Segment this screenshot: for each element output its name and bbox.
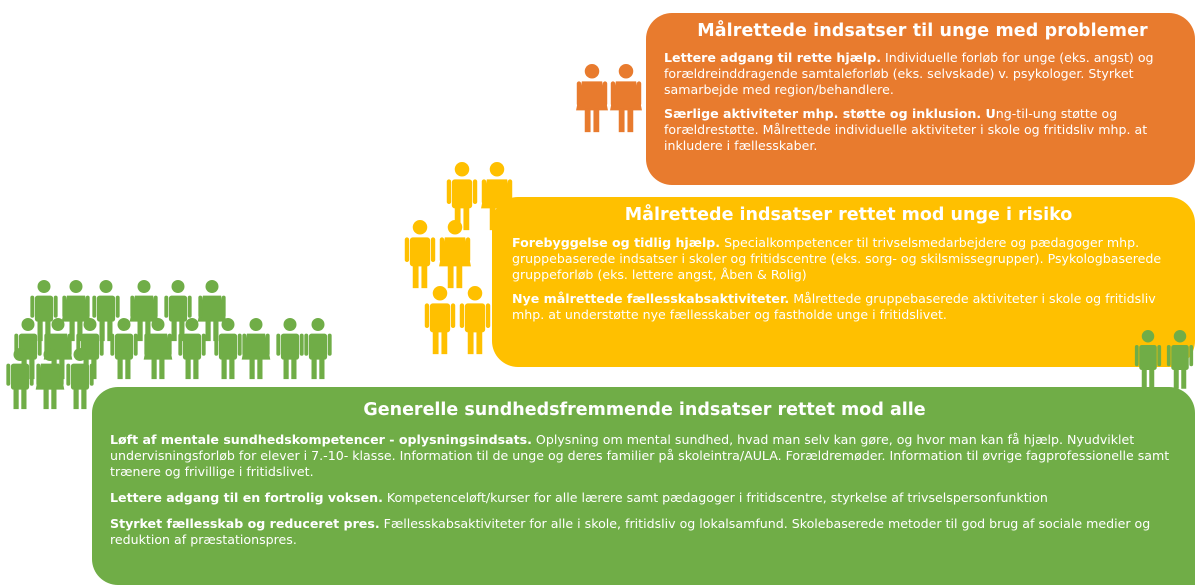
person-icon — [1134, 330, 1162, 389]
item-heading: Løft af mentale sundhedskompetencer - op… — [110, 432, 532, 447]
person-icon — [276, 318, 304, 380]
people-icon-group-yellow — [404, 162, 513, 355]
person-icon — [459, 286, 491, 355]
item-text: Målrettede gruppebaserede aktiviteter i … — [512, 291, 1156, 322]
tier-item: Forebyggelse og tidlig hjælp. Specialkom… — [512, 235, 1185, 283]
person-icon — [61, 280, 91, 342]
people-icon-group-green-crowd — [6, 280, 332, 410]
item-text: Kompetenceløft/kurser for alle lærere sa… — [382, 490, 1048, 505]
tier-title: Generelle sundhedsfremmende indsatser re… — [363, 400, 926, 420]
item-heading: Forebyggelse og tidlig hjælp. — [512, 235, 721, 250]
person-icon — [30, 280, 58, 342]
person-icon — [576, 64, 608, 133]
item-heading: Styrket fællesskab og reduceret pres. — [110, 516, 380, 531]
person-icon — [404, 220, 436, 289]
person-icon — [143, 318, 173, 380]
item-text: Oplysning om mental sundhed, hvad man se… — [110, 432, 1170, 479]
person-icon — [66, 348, 94, 410]
tier-item: Styrket fællesskab og reduceret pres. Fæ… — [110, 516, 1179, 548]
tier-targeted-risk: Målrettede indsatser rettet mod unge i r… — [492, 197, 1195, 367]
item-text: Fællesskabsaktiviteter for alle i skole,… — [110, 516, 1151, 547]
tier-item: Særlige aktiviteter mhp. støtte og inklu… — [664, 106, 1181, 154]
item-text: Specialkompetencer til trivselsmedarbejd… — [512, 235, 1162, 282]
person-icon — [129, 280, 159, 342]
tier-title: Målrettede indsatser til unge med proble… — [697, 21, 1148, 41]
person-icon — [35, 348, 65, 410]
person-icon — [6, 348, 34, 410]
item-text: ng-til-ung støtte og forældrestøtte. Mål… — [664, 106, 1148, 153]
item-heading: Særlige aktiviteter mhp. støtte og inklu… — [664, 106, 996, 121]
item-heading: Lettere adgang til rette hjælp. — [664, 50, 882, 65]
item-text: Individuelle forløb for unge (eks. angst… — [664, 50, 1154, 97]
person-icon — [214, 318, 242, 380]
person-icon — [304, 318, 332, 380]
tier-title: Målrettede indsatser rettet mod unge i r… — [624, 205, 1073, 225]
person-icon — [446, 162, 478, 231]
people-icon-group-green-right — [1134, 330, 1194, 389]
tier-item: Lettere adgang til rette hjælp. Individu… — [664, 50, 1181, 98]
tier-general: Generelle sundhedsfremmende indsatser re… — [92, 387, 1195, 585]
person-icon — [178, 318, 206, 380]
person-icon — [197, 280, 227, 342]
tier-targeted-problems: Målrettede indsatser til unge med proble… — [646, 13, 1195, 185]
person-icon — [1166, 330, 1194, 389]
item-heading: Lettere adgang til en fortrolig voksen. — [110, 490, 383, 505]
person-icon — [424, 286, 456, 355]
tier-item: Løft af mentale sundhedskompetencer - op… — [110, 432, 1179, 480]
person-icon — [110, 318, 138, 380]
person-icon — [241, 318, 271, 380]
people-icon-group-orange — [576, 64, 642, 133]
person-icon — [164, 280, 192, 342]
person-icon — [610, 64, 642, 133]
person-icon — [92, 280, 120, 342]
tier-item: Lettere adgang til en fortrolig voksen. … — [110, 490, 1179, 506]
tier-item: Nye målrettede fællesskabsaktiviteter. M… — [512, 291, 1185, 323]
person-icon — [481, 162, 513, 231]
person-icon — [439, 220, 471, 289]
item-heading: Nye målrettede fællesskabsaktiviteter. — [512, 291, 790, 306]
